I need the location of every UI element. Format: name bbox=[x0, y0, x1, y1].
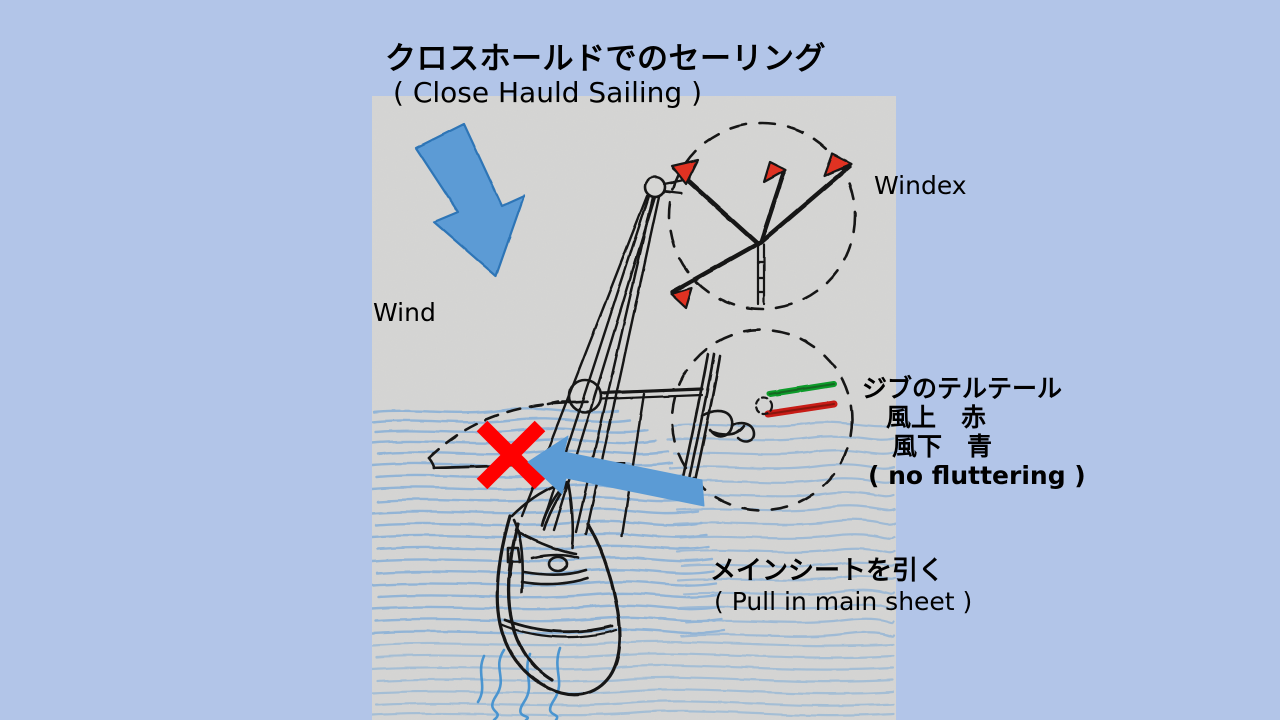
cockpit-fittings bbox=[506, 530, 590, 586]
leech-line bbox=[620, 392, 646, 538]
boom-lower bbox=[599, 393, 704, 401]
page-title-japanese: クロスホールドでのセーリング bbox=[385, 41, 826, 77]
telltale-line-title: ジブのテルテール bbox=[862, 374, 1063, 403]
bow-deck-line bbox=[503, 618, 614, 634]
mainsheet-label-english: ( Pull in main sheet ) bbox=[714, 587, 973, 617]
sailboat-drawing bbox=[495, 175, 704, 697]
boom-upper bbox=[599, 387, 704, 395]
wind-label: Wind bbox=[373, 298, 436, 327]
telltale-line-leeward: 風下 青 bbox=[892, 432, 993, 461]
gooseneck-fitting bbox=[567, 378, 603, 414]
hand-drawn-sailing-sketch bbox=[372, 96, 896, 720]
sketch-photo-panel bbox=[372, 96, 896, 720]
mainsheet-annotation: メインシートを引く ( Pull in main sheet ) bbox=[710, 556, 972, 617]
page-title: クロスホールドでのセーリング ( Close Hauld Sailing ) bbox=[385, 42, 1025, 108]
telltale-detail-circle bbox=[670, 328, 854, 512]
mainsheet-arrow-shape bbox=[527, 435, 705, 507]
wake-lines bbox=[476, 646, 562, 720]
telltale-streamers bbox=[754, 381, 838, 418]
wind-arrow-shape bbox=[414, 122, 526, 278]
windex-label: Windex bbox=[874, 171, 967, 200]
telltale-line-windward: 風上 赤 bbox=[886, 403, 987, 432]
jib-telltale-annotation: ジブのテルテール 風上 赤 風下 青 ( no fluttering ) bbox=[862, 374, 1086, 490]
red-cross-x-mark bbox=[476, 420, 546, 490]
windex-vane bbox=[756, 242, 766, 306]
masthead-fitting bbox=[643, 175, 667, 199]
mainsheet-label-japanese: メインシートを引く bbox=[710, 556, 945, 586]
jib-luff-rope bbox=[680, 352, 756, 488]
windex-arrowheads bbox=[669, 152, 854, 310]
page-title-english: ( Close Hauld Sailing ) bbox=[393, 75, 703, 109]
windex-detail-circle bbox=[667, 121, 857, 311]
telltale-line-english: ( no fluttering ) bbox=[868, 461, 1086, 490]
